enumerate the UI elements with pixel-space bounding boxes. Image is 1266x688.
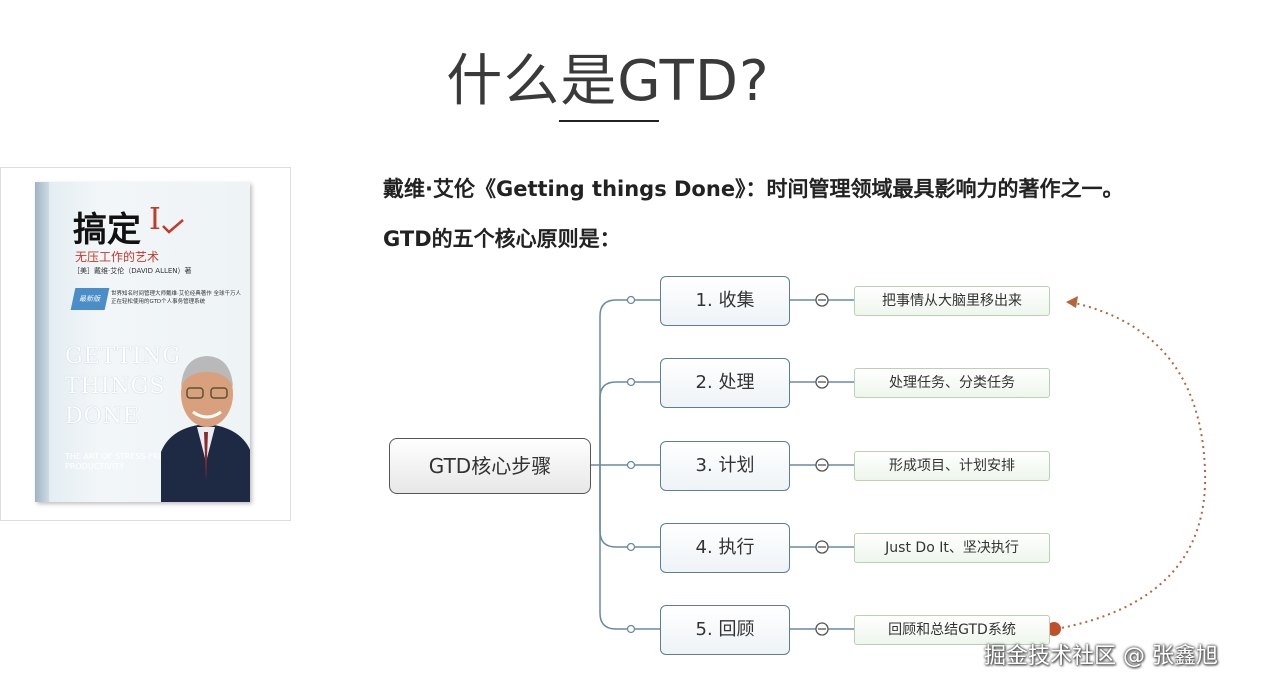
collapse-icon	[815, 293, 829, 307]
watermark: 掘金技术社区 @ 张鑫旭	[984, 644, 1218, 669]
collapse-icon	[815, 540, 829, 554]
branch-node-dot	[626, 542, 636, 552]
principles-heading: GTD的五个核心原则是：	[383, 227, 621, 251]
step-detail-plan: 形成项目、计划安排	[854, 451, 1050, 481]
branch-node-dot	[626, 377, 636, 387]
diagram-center-node: GTD核心步骤	[389, 438, 591, 494]
collapse-icon	[815, 622, 829, 636]
branch-node-dot	[626, 624, 636, 634]
diagram-connectors	[591, 293, 1207, 636]
title-underline	[559, 120, 659, 122]
step-node-plan: 3. 计划	[660, 441, 790, 491]
book-cover: 搞定 I 无压工作的艺术 ［美］戴维·艾伦（DAVID ALLEN）著 最新版 …	[35, 182, 250, 502]
author-photo	[161, 356, 250, 502]
book-blurb: 世界知名时间管理大师戴维·艾伦经典著作 全球千万人正在轻松使用的GTD个人事务管…	[111, 291, 241, 305]
step-detail-process: 处理任务、分类任务	[854, 368, 1050, 398]
intro-text: 戴维·艾伦《Getting things Done》：时间管理领域最具影响力的著…	[383, 177, 1124, 201]
loop-start-dot	[1047, 622, 1061, 636]
step-node-process: 2. 处理	[660, 358, 790, 408]
book-cover-frame: 搞定 I 无压工作的艺术 ［美］戴维·艾伦（DAVID ALLEN）著 最新版 …	[0, 167, 291, 521]
collapse-icon	[815, 375, 829, 389]
step-detail-execute: Just Do It、坚决执行	[854, 533, 1050, 563]
book-english-title: GETTING THINGS DONE	[65, 342, 181, 432]
step-node-review: 5. 回顾	[660, 605, 790, 655]
book-spine	[35, 182, 49, 502]
book-subtitle: 无压工作的艺术	[75, 250, 160, 264]
collapse-icon	[815, 458, 829, 472]
book-english-line: THINGS	[65, 374, 166, 399]
book-english-subtitle: THE ART OF STRESS-FREE PRODUCTIVITY	[65, 452, 169, 471]
branch-node-dot	[626, 460, 636, 470]
book-badge: 最新版	[70, 288, 110, 310]
step-node-collect: 1. 收集	[660, 276, 790, 326]
step-node-execute: 4. 执行	[660, 523, 790, 573]
page-title: 什么是GTD?	[446, 49, 770, 114]
book-english-line: GETTING	[65, 344, 181, 369]
review-loop-arrow	[1055, 301, 1207, 630]
branch-node-dot	[626, 295, 636, 305]
arrow-head-icon	[1066, 296, 1078, 308]
book-volume: I	[149, 202, 161, 237]
branch-line	[599, 299, 660, 465]
branch-line	[599, 381, 660, 465]
book-author: ［美］戴维·艾伦（DAVID ALLEN）著	[73, 267, 192, 275]
book-english-line: DONE	[65, 404, 140, 429]
branch-line	[599, 465, 660, 548]
step-detail-review: 回顾和总结GTD系统	[854, 615, 1050, 645]
check-icon	[162, 219, 184, 234]
book-title: 搞定	[73, 210, 141, 250]
branch-line	[599, 465, 660, 630]
step-detail-collect: 把事情从大脑里移出来	[854, 286, 1050, 316]
